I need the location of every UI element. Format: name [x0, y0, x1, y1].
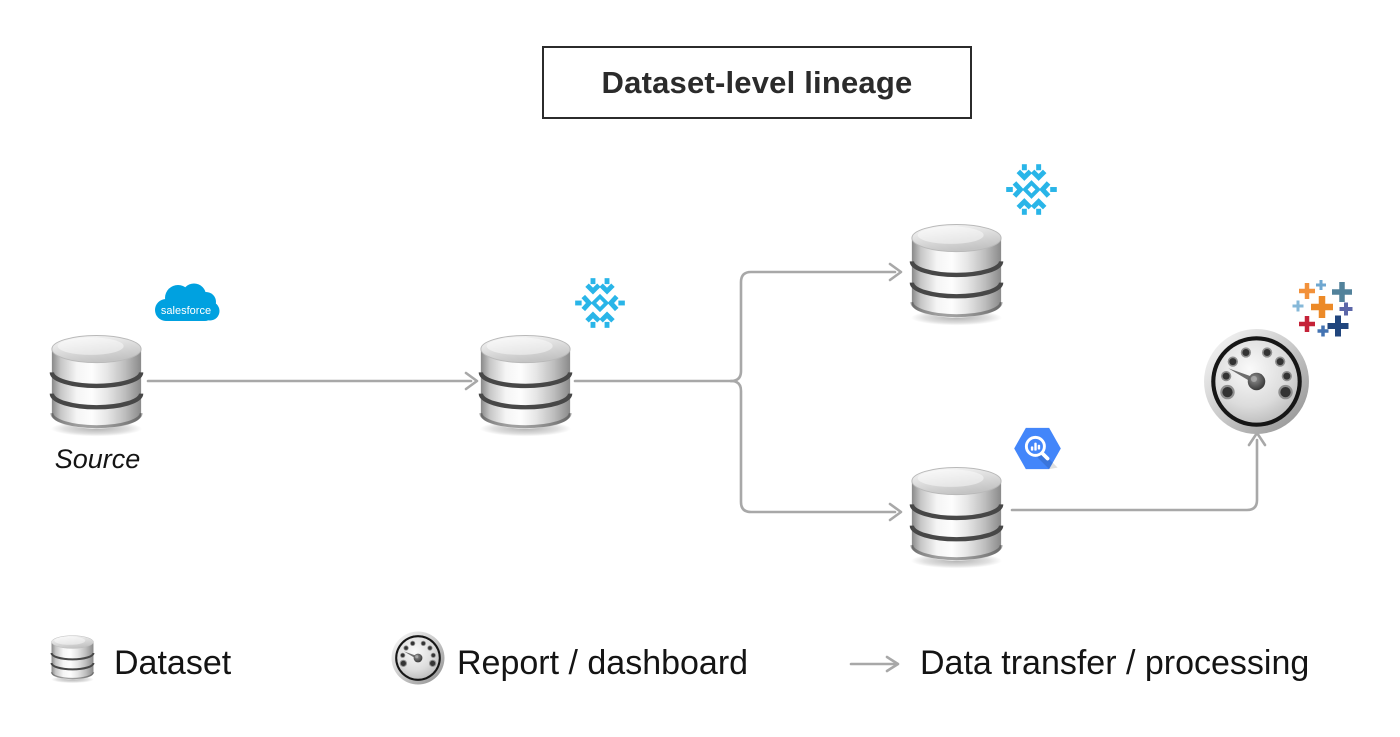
source-label: Source — [54, 444, 141, 474]
salesforce-icon: salesforce — [150, 281, 220, 328]
dataset-cylinder-icon — [477, 326, 574, 440]
edge-branch-down — [729, 379, 897, 514]
snowflake-icon — [573, 276, 627, 330]
legend-dataset-label: Dataset — [114, 644, 232, 682]
diagram-title: Dataset-level lineage — [601, 64, 913, 100]
diagram-title-box: Dataset-level lineage — [542, 46, 972, 119]
legend-report-icon — [391, 631, 445, 685]
source-dataset-node — [48, 326, 145, 440]
snowflake-icon — [1004, 162, 1059, 217]
legend-report-label: Report / dashboard — [457, 644, 749, 682]
dataset-cylinder-icon — [48, 326, 145, 440]
dataset-cylinder-icon — [50, 634, 95, 684]
tableau-icon — [1290, 279, 1363, 341]
legend-transfer-label: Data transfer / processing — [920, 644, 1310, 682]
legend-arrow-icon — [849, 655, 903, 673]
gauge-icon — [391, 631, 445, 685]
salesforce-wordmark: salesforce — [161, 305, 211, 317]
dataset-cylinder-icon — [908, 215, 1005, 329]
legend-dataset-icon — [48, 632, 97, 684]
gauge-icon — [1204, 329, 1309, 434]
report-dashboard-node — [1203, 328, 1310, 435]
edge-bigquery-to-report — [1010, 438, 1259, 512]
edge-branch-up — [729, 270, 897, 383]
bigquery-dataset-node — [908, 458, 1005, 572]
dataset-cylinder-icon — [908, 458, 1005, 572]
warehouse-dataset-node — [477, 326, 574, 440]
bigquery-icon — [1011, 422, 1064, 475]
snowflake-dataset-node — [908, 215, 1005, 329]
